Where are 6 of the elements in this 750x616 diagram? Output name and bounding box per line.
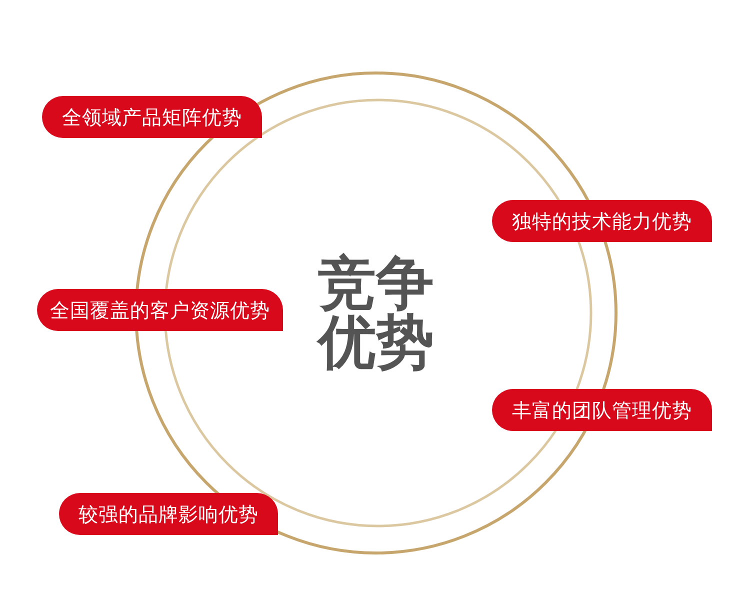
center-title: 竞争优势	[316, 254, 435, 372]
label-tag: 丰富的团队管理优势	[492, 389, 712, 431]
label-tag: 全领域产品矩阵优势	[42, 96, 262, 138]
label-tag: 全国覆盖的客户资源优势	[37, 289, 283, 331]
label-tag: 独特的技术能力优势	[492, 200, 712, 242]
label-tag: 较强的品牌影响优势	[59, 493, 278, 535]
